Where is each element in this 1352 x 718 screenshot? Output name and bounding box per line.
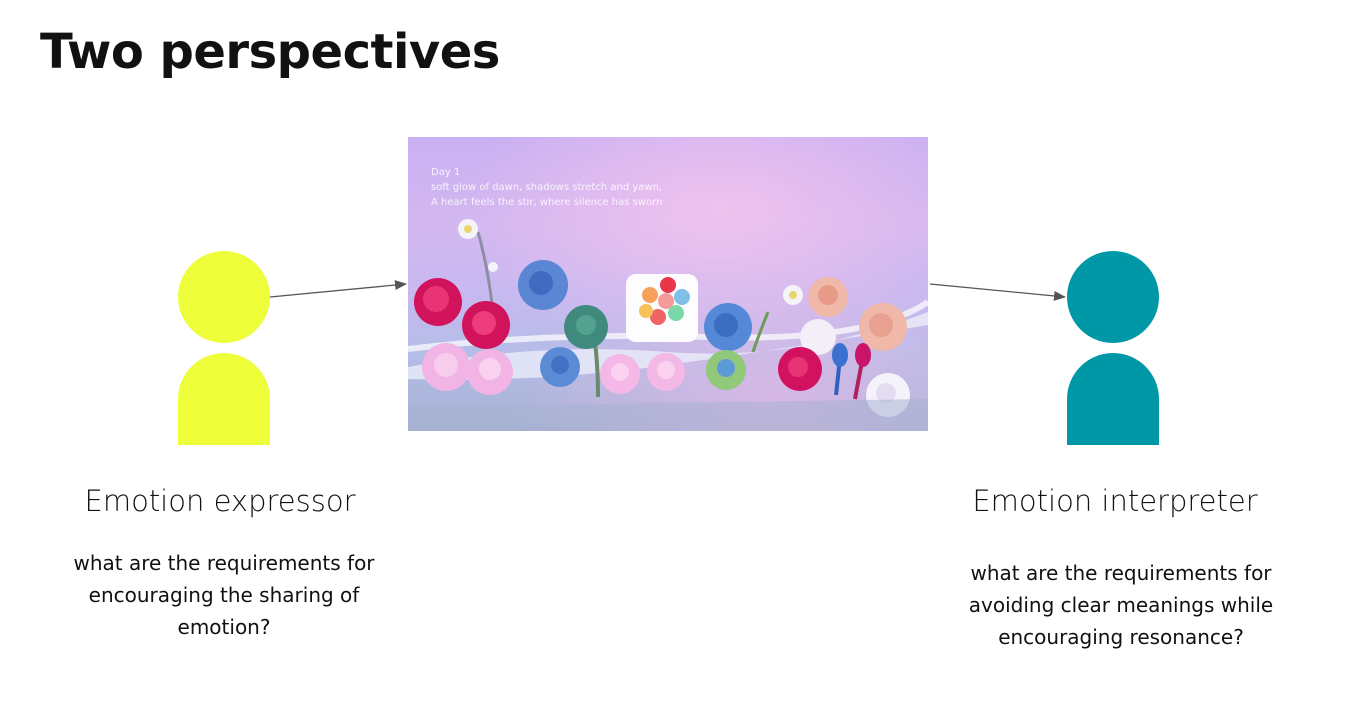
interpreter-head (1067, 251, 1159, 343)
scene-poem-line-2: A heart feels the stir, where silence ha… (431, 197, 663, 208)
arrow-scene-to-interpreter (929, 283, 1066, 301)
interpreter-person-icon (1067, 251, 1159, 445)
scene-poem: Day 1 soft glow of dawn, shadows stretch… (431, 165, 662, 210)
flower-garden-scene-image: Day 1 soft glow of dawn, shadows stretch… (408, 137, 928, 431)
expressor-body (178, 353, 270, 445)
interpreter-body (1067, 353, 1159, 445)
interpreter-question: what are the requirements for avoiding c… (968, 561, 1274, 649)
expressor-person-icon (178, 251, 270, 445)
interpreter-label: Emotion interpreter (972, 484, 1258, 518)
expressor-label: Emotion expressor (84, 484, 356, 518)
slide-title: Two perspectives (40, 24, 500, 80)
scene-day-label: Day 1 (431, 167, 461, 178)
expressor-question: what are the requirements for encouragin… (73, 551, 375, 639)
arrow-expressor-to-scene (269, 280, 407, 298)
expressor-head (178, 251, 270, 343)
scene-poem-line-1: soft glow of dawn, shadows stretch and y… (431, 182, 663, 193)
